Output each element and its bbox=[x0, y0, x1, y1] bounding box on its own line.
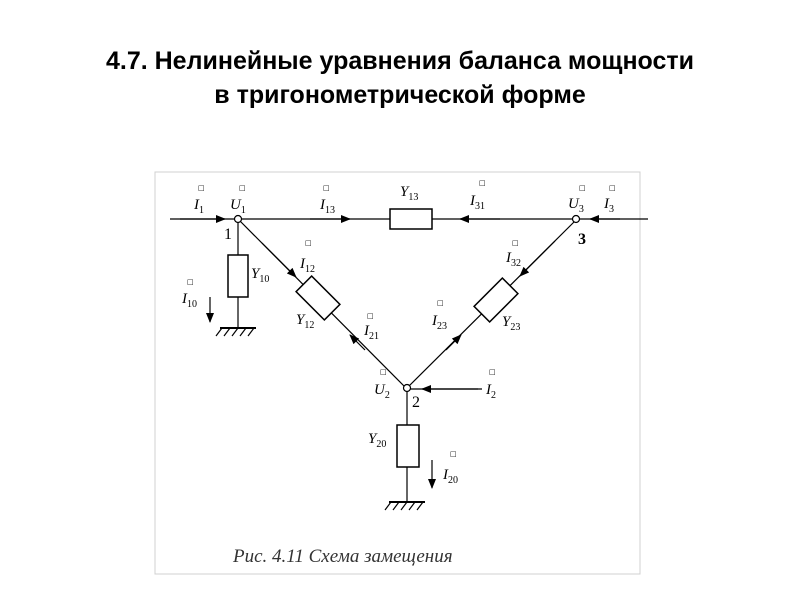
label-u3: U3 bbox=[568, 196, 584, 215]
phasor-mark: □ bbox=[579, 184, 586, 192]
phasor-mark: □ bbox=[450, 450, 457, 458]
node-1-number: 1 bbox=[224, 226, 232, 243]
node-1 bbox=[233, 214, 243, 224]
phasor-mark: □ bbox=[323, 184, 330, 192]
node-3-number: 3 bbox=[578, 231, 586, 248]
label-y12: Y12 bbox=[296, 312, 314, 331]
shunt-node-1 bbox=[206, 222, 256, 337]
figure-frame bbox=[154, 171, 641, 575]
label-i23: I23 bbox=[431, 313, 447, 332]
title-line-1: 4.7. Нелинейные уравнения баланса мощнос… bbox=[105, 47, 695, 75]
admittance-y20 bbox=[396, 424, 420, 468]
label-y20: Y20 bbox=[368, 431, 386, 450]
label-i21: I21 bbox=[363, 323, 379, 342]
label-i1: I1 bbox=[193, 197, 204, 216]
admittance-y13 bbox=[389, 208, 433, 230]
label-y23: Y23 bbox=[502, 314, 520, 333]
label-u2: U2 bbox=[374, 382, 390, 401]
label-i3: I3 bbox=[603, 196, 614, 215]
shunt-node-2 bbox=[384, 391, 436, 511]
label-i32: I32 bbox=[505, 250, 521, 269]
phasor-mark: □ bbox=[479, 179, 486, 187]
phasor-mark: □ bbox=[198, 184, 205, 192]
node-2 bbox=[402, 383, 412, 393]
node-2-number: 2 bbox=[412, 394, 420, 411]
admittance-y10 bbox=[227, 254, 249, 298]
label-i31: I31 bbox=[469, 193, 485, 212]
label-i10: I10 bbox=[181, 291, 197, 310]
phasor-mark: □ bbox=[187, 278, 194, 286]
label-i20: I20 bbox=[442, 467, 458, 486]
admittance-y23 bbox=[473, 277, 519, 323]
phasor-mark: □ bbox=[609, 184, 616, 192]
slide-title: 4.7. Нелинейные уравнения баланса мощнос… bbox=[0, 44, 800, 112]
phasor-mark: □ bbox=[380, 368, 387, 376]
title-line-2: в тригонометрической форме bbox=[214, 81, 586, 109]
phasor-mark: □ bbox=[437, 299, 444, 307]
label-u1: U1 bbox=[230, 197, 246, 216]
label-i12: I12 bbox=[299, 256, 315, 275]
phasor-mark: □ bbox=[367, 312, 374, 320]
phasor-mark: □ bbox=[305, 239, 312, 247]
phasor-mark: □ bbox=[489, 368, 496, 376]
figure-caption: Рис. 4.11 Схема замещения bbox=[232, 546, 453, 567]
branch-1-2 bbox=[239, 220, 406, 388]
label-y10: Y10 bbox=[251, 266, 269, 285]
phasor-mark: □ bbox=[239, 184, 246, 192]
node-3 bbox=[571, 214, 581, 224]
label-y13: Y13 bbox=[400, 184, 418, 203]
branch-3-2 bbox=[407, 221, 575, 388]
label-i2: I2 bbox=[485, 382, 496, 401]
label-i13: I13 bbox=[319, 197, 335, 216]
phasor-mark: □ bbox=[512, 239, 519, 247]
admittance-y12 bbox=[295, 275, 341, 321]
